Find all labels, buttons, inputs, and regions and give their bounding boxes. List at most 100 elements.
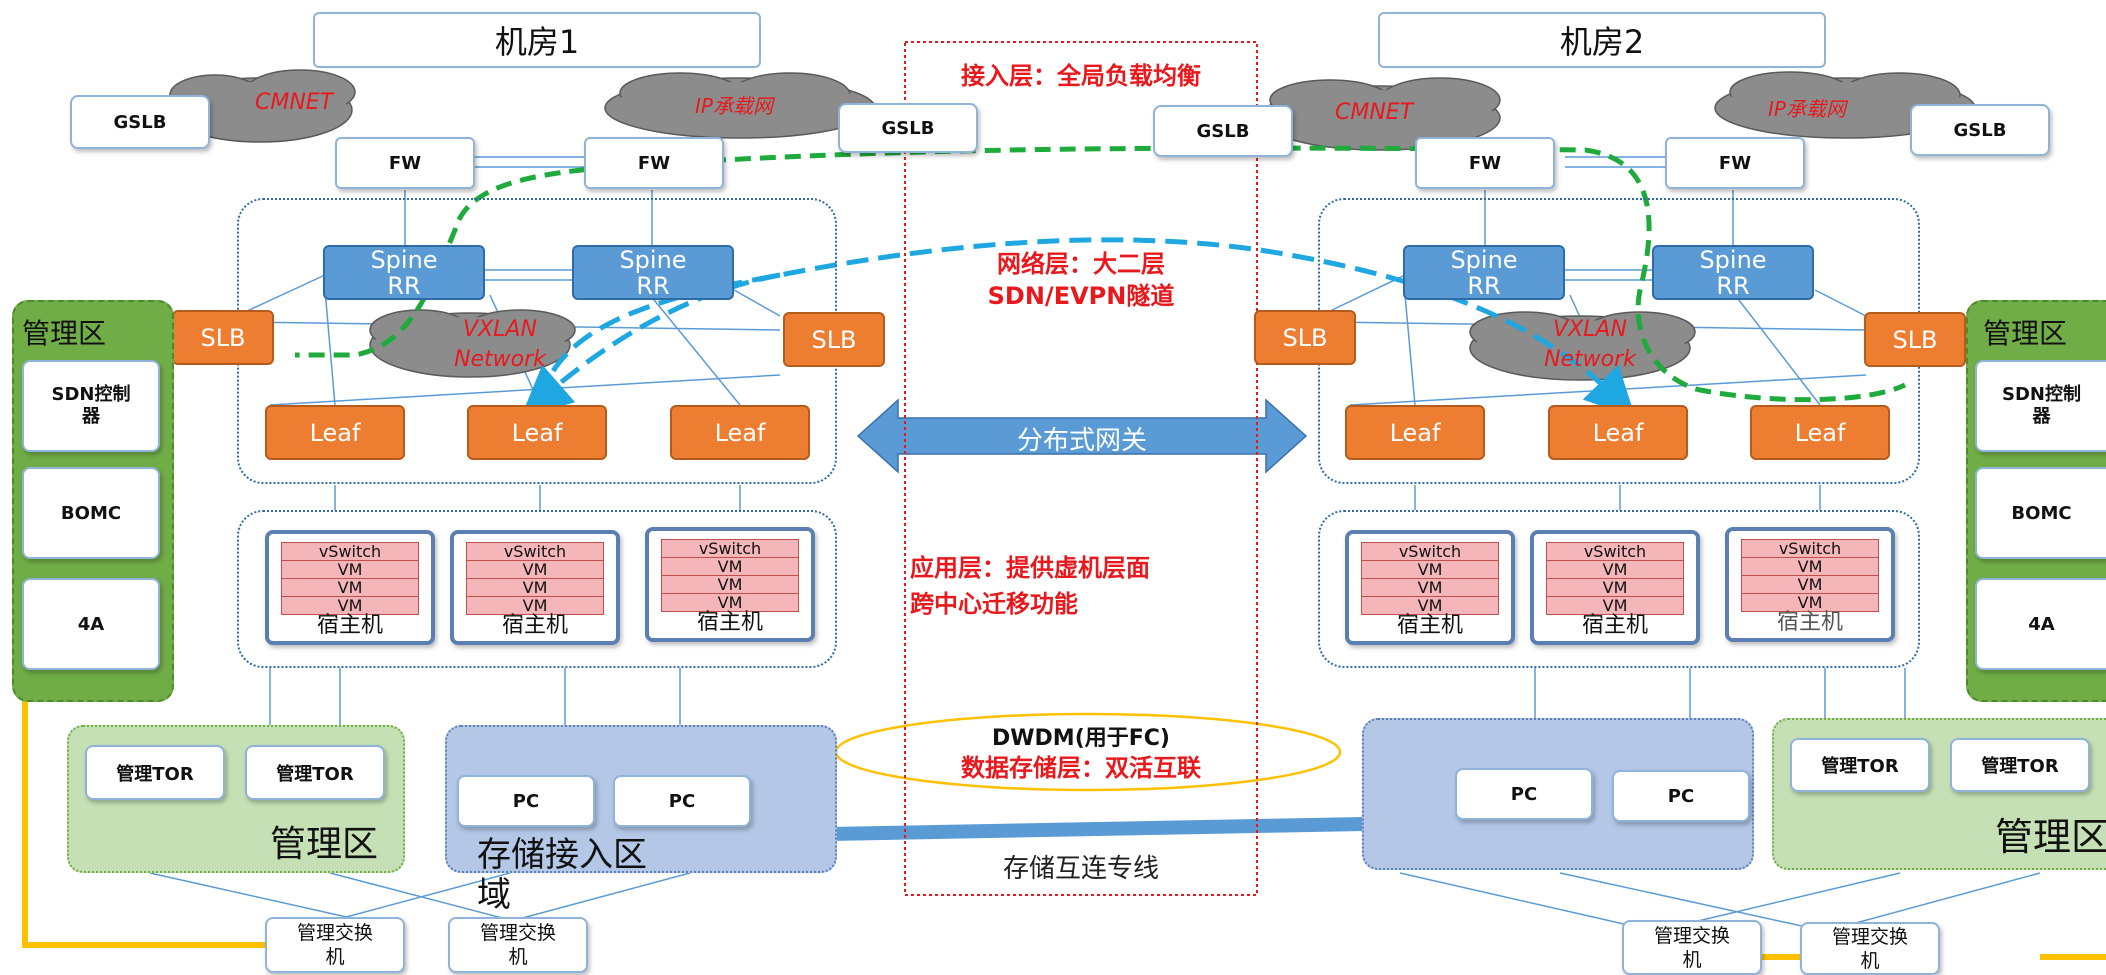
vm-row: VM bbox=[466, 596, 604, 615]
dc2-title: 机房2 bbox=[1378, 12, 1826, 68]
dc2-mgmt-tor-2[interactable]: 管理TOR bbox=[1950, 738, 2090, 792]
dc2-mgmt-switch-1[interactable]: 管理交换 机 bbox=[1622, 920, 1762, 975]
dc2-spine-rr-2[interactable]: Spine RR bbox=[1652, 245, 1814, 300]
dc1-pc-2[interactable]: PC bbox=[613, 775, 751, 827]
dc2-vxlan-label: VXLAN Network bbox=[1544, 317, 1636, 372]
bomc-box[interactable]: BOMC bbox=[1975, 467, 2106, 559]
vm-row: VM bbox=[1546, 560, 1684, 579]
dc1-host-3[interactable]: vSwitch VM VM VM 宿主机 bbox=[645, 527, 815, 642]
dc2-spine-rr-1[interactable]: Spine RR bbox=[1403, 245, 1565, 300]
vswitch-row: vSwitch bbox=[281, 542, 419, 561]
dwdm-label: DWDM(用于FC) bbox=[992, 726, 1170, 751]
storage-interconnect-line bbox=[829, 817, 1366, 841]
dc2-mgmt-switch-2[interactable]: 管理交换 机 bbox=[1800, 922, 1940, 975]
vm-row: VM bbox=[661, 593, 799, 612]
vm-row: VM bbox=[466, 578, 604, 597]
storage-line-label: 存储互连专线 bbox=[1002, 854, 1159, 884]
dc1-spine-rr-2[interactable]: Spine RR bbox=[572, 245, 734, 300]
dc1-mgmt-tor-1[interactable]: 管理TOR bbox=[85, 745, 225, 800]
vm-row: VM bbox=[281, 596, 419, 615]
network-layer-label: 网络层：大二层 SDN/EVPN隧道 bbox=[987, 250, 1175, 310]
dc1-host-1[interactable]: vSwitch VM VM VM 宿主机 bbox=[265, 530, 435, 645]
dc2-mgmt-tor-1[interactable]: 管理TOR bbox=[1790, 738, 1930, 792]
dc1-pc-1[interactable]: PC bbox=[457, 775, 595, 827]
gateway-double-arrow bbox=[856, 398, 1308, 474]
dc2-slb-right[interactable]: SLB bbox=[1864, 312, 1966, 367]
vm-row: VM bbox=[661, 575, 799, 594]
bomc-box[interactable]: BOMC bbox=[22, 467, 160, 559]
host-label: 宿主机 bbox=[1776, 610, 1843, 635]
4a-box[interactable]: 4A bbox=[22, 578, 160, 670]
host-label: 宿主机 bbox=[501, 613, 568, 638]
center-layer-frame bbox=[904, 41, 1258, 896]
dc2-leaf-1[interactable]: Leaf bbox=[1345, 405, 1485, 460]
dc1-host-panel bbox=[237, 510, 837, 668]
dc1-fw-right[interactable]: FW bbox=[584, 137, 724, 189]
dc1-spine-rr-1[interactable]: Spine RR bbox=[323, 245, 485, 300]
green-dashed-path-right bbox=[684, 145, 1907, 403]
dc2-cloud-cmnet-label: CMNET bbox=[1335, 100, 1414, 125]
vm-row: VM bbox=[281, 560, 419, 579]
sdn-controller-box[interactable]: SDN控制 器 bbox=[1975, 360, 2106, 452]
dc2-gslb-left[interactable]: GSLB bbox=[1153, 105, 1293, 157]
dc2-pc-2[interactable]: PC bbox=[1612, 770, 1750, 822]
dc2-fw-left[interactable]: FW bbox=[1415, 137, 1555, 189]
vswitch-row: vSwitch bbox=[1546, 542, 1684, 561]
app-layer-label: 应用层：提供虚机层面 跨中心迁移功能 bbox=[910, 554, 1150, 618]
dc1-vxlan-label: VXLAN Network bbox=[454, 317, 546, 372]
gateway-label: 分布式网关 bbox=[1016, 426, 1147, 456]
dc1-title: 机房1 bbox=[313, 12, 761, 68]
vm-row: VM bbox=[1361, 596, 1499, 615]
dc1-cloud-cmnet-label: CMNET bbox=[255, 90, 334, 115]
vswitch-row: vSwitch bbox=[466, 542, 604, 561]
vm-row: VM bbox=[1546, 596, 1684, 615]
dc2-host-2[interactable]: vSwitch VM VM VM 宿主机 bbox=[1530, 530, 1700, 645]
dc2-gslb-right[interactable]: GSLB bbox=[1910, 104, 2050, 156]
dc1-mgmt-side-title: 管理区 bbox=[22, 317, 107, 350]
dc2-leaf-3[interactable]: Leaf bbox=[1750, 405, 1890, 460]
dc1-mgmt-switch-1[interactable]: 管理交换 机 bbox=[265, 917, 405, 973]
dc1-leaf-1[interactable]: Leaf bbox=[265, 405, 405, 460]
host-label: 宿主机 bbox=[696, 610, 763, 635]
vm-row: VM bbox=[661, 557, 799, 576]
dc1-mgmt-tor-2[interactable]: 管理TOR bbox=[245, 745, 385, 800]
4a-box[interactable]: 4A bbox=[1975, 578, 2106, 670]
vm-row: VM bbox=[1546, 578, 1684, 597]
dc2-fw-right[interactable]: FW bbox=[1665, 137, 1805, 189]
dc1-host-2[interactable]: vSwitch VM VM VM 宿主机 bbox=[450, 530, 620, 645]
dc2-host-1[interactable]: vSwitch VM VM VM 宿主机 bbox=[1345, 530, 1515, 645]
host-label: 宿主机 bbox=[1396, 613, 1463, 638]
dc2-host-panel bbox=[1318, 510, 1920, 668]
sdn-controller-box[interactable]: SDN控制 器 bbox=[22, 360, 160, 452]
storage-layer-label: 数据存储层：双活互联 bbox=[961, 754, 1201, 782]
dc1-gslb-left[interactable]: GSLB bbox=[70, 95, 210, 149]
host-label: 宿主机 bbox=[316, 613, 383, 638]
dc1-slb-right[interactable]: SLB bbox=[783, 312, 885, 367]
dc1-gslb-right[interactable]: GSLB bbox=[838, 103, 978, 153]
dc1-storage-label: 存储接入区 域 bbox=[477, 835, 647, 915]
dc1-mgmt-switch-2[interactable]: 管理交换 机 bbox=[448, 917, 588, 973]
blue-dashed-path bbox=[537, 237, 1636, 418]
dc1-mgmt-zone-label: 管理区 bbox=[270, 824, 379, 865]
vm-row: VM bbox=[281, 578, 419, 597]
dc2-mgmt-zone-label: 管理区 bbox=[1995, 815, 2106, 859]
dc1-leaf-2[interactable]: Leaf bbox=[467, 405, 607, 460]
dc1-slb-left[interactable]: SLB bbox=[172, 310, 274, 365]
mgmt-link-left bbox=[22, 700, 310, 948]
dc2-leaf-2[interactable]: Leaf bbox=[1548, 405, 1688, 460]
access-layer-label: 接入层：全局负载均衡 bbox=[961, 62, 1201, 90]
dc1-leaf-3[interactable]: Leaf bbox=[670, 405, 810, 460]
dc2-slb-left[interactable]: SLB bbox=[1254, 310, 1356, 365]
vm-row: VM bbox=[1741, 557, 1879, 576]
dc1-cloud-ip-label: IP承载网 bbox=[695, 94, 773, 118]
dc2-pc-1[interactable]: PC bbox=[1455, 768, 1593, 820]
vswitch-row: vSwitch bbox=[1741, 539, 1879, 558]
dc2-host-3[interactable]: vSwitch VM VM VM 宿主机 bbox=[1725, 527, 1895, 642]
vswitch-row: vSwitch bbox=[661, 539, 799, 558]
vm-row: VM bbox=[1741, 593, 1879, 612]
dc1-fw-left[interactable]: FW bbox=[335, 137, 475, 189]
vm-row: VM bbox=[1741, 575, 1879, 594]
dc2-mgmt-side-title: 管理区 bbox=[1983, 317, 2068, 350]
dc2-cloud-ip-label: IP承载网 bbox=[1768, 97, 1846, 121]
vm-row: VM bbox=[466, 560, 604, 579]
